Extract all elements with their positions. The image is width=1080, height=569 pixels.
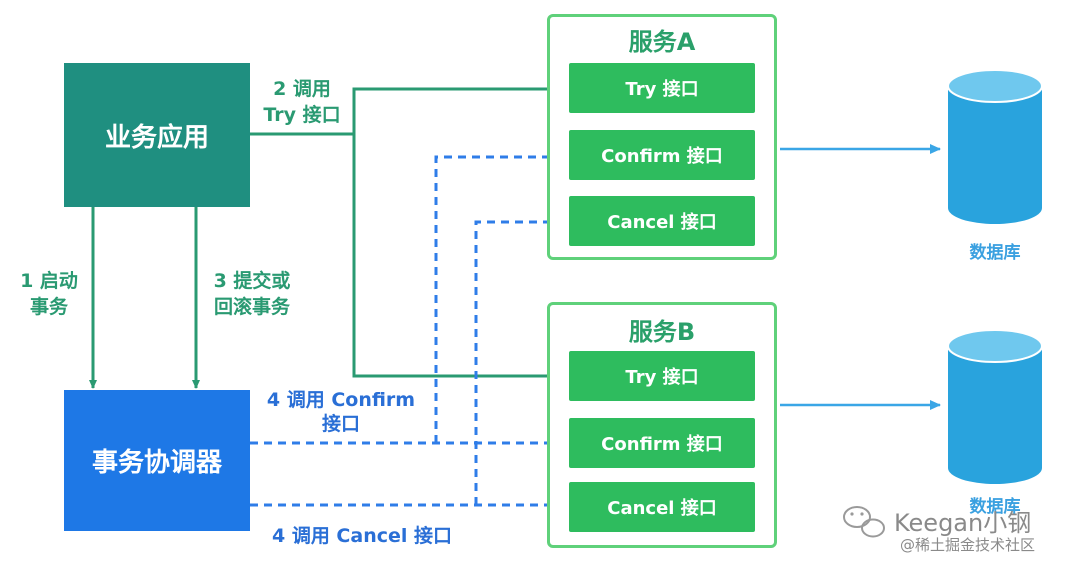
edge-call-try-b [352, 134, 567, 380]
edge-call-try [250, 85, 567, 136]
watermark-name: Keegan小钢 [894, 509, 1032, 537]
database-icon-a [947, 69, 1043, 224]
wechat-logo-icon [843, 506, 885, 538]
service-a-try-interface: Try 接口 [569, 63, 755, 113]
service-b-title: 服务B [628, 318, 696, 346]
coordinator-label: 事务协调器 [91, 448, 222, 478]
database-icon-b [947, 329, 1043, 484]
business-app-label: 业务应用 [104, 122, 209, 153]
database-a-label: 数据库 [969, 243, 1021, 263]
service-a-cancel-interface: Cancel 接口 [569, 196, 755, 246]
label-commit-rollback: 3 提交或 回滚事务 [213, 270, 291, 318]
service-b-cancel-interface: Cancel 接口 [569, 482, 755, 532]
label-start-tx: 1 启动 事务 [20, 270, 78, 318]
edge-call-cancel-a [474, 218, 567, 505]
edge-call-confirm-a [434, 153, 567, 443]
database-b-label: 数据库 [969, 497, 1021, 517]
label-call-confirm: 4 调用 Confirm 接口 [266, 389, 416, 435]
transaction-coordinator-node: 事务协调器 [64, 390, 250, 531]
label-call-try: 2 调用 Try 接口 [263, 78, 341, 126]
business-app-node: 业务应用 [64, 63, 250, 207]
service-a-title: 服务A [628, 28, 696, 56]
service-a-confirm-interface: Confirm 接口 [569, 130, 755, 180]
service-b-try-interface: Try 接口 [569, 351, 755, 401]
service-b-confirm-interface: Confirm 接口 [569, 418, 755, 468]
watermark-sub: @稀土掘金技术社区 [900, 536, 1036, 554]
label-call-cancel: 4 调用 Cancel 接口 [271, 525, 453, 547]
